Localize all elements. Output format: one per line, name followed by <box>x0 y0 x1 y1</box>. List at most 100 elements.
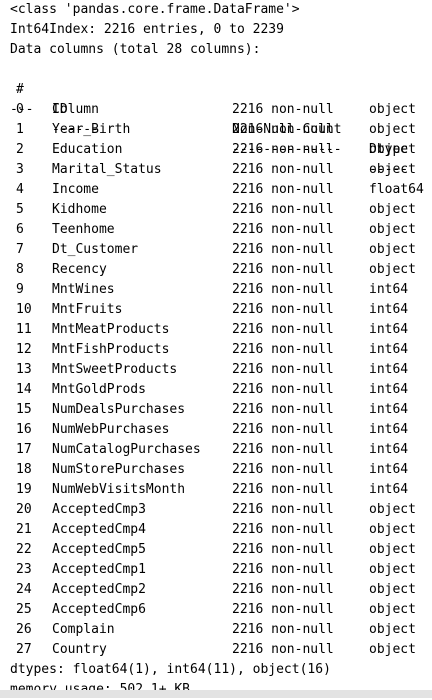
row-column-name: Country <box>52 642 107 657</box>
row-index: 19 <box>16 482 32 497</box>
index-line: Int64Index: 2216 entries, 0 to 2239 <box>10 22 284 37</box>
row-non-null-count: 2216 non-null <box>232 522 334 537</box>
table-row: 13 MntSweetProducts 2216 non-null int64 <box>10 360 430 380</box>
row-column-name: Dt_Customer <box>52 242 139 257</box>
table-separator: --- ------ -------------- ----- <box>10 80 430 177</box>
row-index: 1 <box>16 122 24 137</box>
row-index: 4 <box>16 182 24 197</box>
separator-dtype: ----- <box>369 162 409 177</box>
row-dtype: int64 <box>369 362 409 377</box>
row-dtype: int64 <box>369 402 409 417</box>
horizontal-scrollbar[interactable] <box>0 690 432 698</box>
row-dtype: int64 <box>369 282 409 297</box>
row-index: 10 <box>16 302 32 317</box>
row-dtype: object <box>369 102 416 117</box>
row-dtype: int64 <box>369 302 409 317</box>
row-dtype: object <box>369 582 416 597</box>
row-column-name: NumCatalogPurchases <box>52 442 201 457</box>
row-index: 14 <box>16 382 32 397</box>
header-count: Non-Null Count <box>232 122 342 137</box>
row-dtype: object <box>369 602 416 617</box>
row-non-null-count: 2216 non-null <box>232 142 334 157</box>
dtypes-line: dtypes: float64(1), int64(11), object(16… <box>10 662 331 677</box>
row-non-null-count: 2216 non-null <box>232 122 334 137</box>
row-non-null-count: 2216 non-null <box>232 562 334 577</box>
row-index: 2 <box>16 142 24 157</box>
row-non-null-count: 2216 non-null <box>232 622 334 637</box>
row-column-name: AcceptedCmp5 <box>52 542 146 557</box>
row-non-null-count: 2216 non-null <box>232 582 334 597</box>
row-column-name: Year_Birth <box>52 122 131 137</box>
row-column-name: Teenhome <box>52 222 115 237</box>
row-column-name: Complain <box>52 622 115 637</box>
row-non-null-count: 2216 non-null <box>232 242 334 257</box>
row-non-null-count: 2216 non-null <box>232 382 334 397</box>
row-non-null-count: 2216 non-null <box>232 442 334 457</box>
table-row: 14 MntGoldProds 2216 non-null int64 <box>10 380 430 400</box>
row-column-name: MntFishProducts <box>52 342 170 357</box>
row-column-name: Marital_Status <box>52 162 162 177</box>
row-dtype: object <box>369 202 416 217</box>
row-column-name: MntFruits <box>52 302 123 317</box>
header-num: # <box>16 82 24 97</box>
row-non-null-count: 2216 non-null <box>232 182 334 197</box>
row-index: 22 <box>16 542 32 557</box>
row-index: 11 <box>16 322 32 337</box>
table-row: 17 NumCatalogPurchases 2216 non-null int64 <box>10 440 430 460</box>
row-column-name: NumDealsPurchases <box>52 402 186 417</box>
separator-num: --- <box>10 102 34 117</box>
row-index: 3 <box>16 162 24 177</box>
columns-summary-line: Data columns (total 28 columns): <box>10 42 261 57</box>
row-column-name: Recency <box>52 262 107 277</box>
row-column-name: AcceptedCmp3 <box>52 502 146 517</box>
row-index: 6 <box>16 222 24 237</box>
row-non-null-count: 2216 non-null <box>232 482 334 497</box>
row-index: 15 <box>16 402 32 417</box>
row-column-name: MntMeatProducts <box>52 322 170 337</box>
separator-column: ------ <box>52 122 99 137</box>
row-column-name: MntSweetProducts <box>52 362 178 377</box>
row-column-name: MntWines <box>52 282 115 297</box>
row-non-null-count: 2216 non-null <box>232 462 334 477</box>
row-index: 25 <box>16 602 32 617</box>
row-index: 27 <box>16 642 32 657</box>
row-non-null-count: 2216 non-null <box>232 262 334 277</box>
row-dtype: int64 <box>369 442 409 457</box>
row-non-null-count: 2216 non-null <box>232 502 334 517</box>
row-index: 21 <box>16 522 32 537</box>
row-column-name: Kidhome <box>52 202 107 217</box>
row-non-null-count: 2216 non-null <box>232 342 334 357</box>
row-column-name: AcceptedCmp1 <box>52 562 146 577</box>
row-index: 13 <box>16 362 32 377</box>
row-non-null-count: 2216 non-null <box>232 162 334 177</box>
row-column-name: AcceptedCmp4 <box>52 522 146 537</box>
row-dtype: object <box>369 642 416 657</box>
separator-count: -------------- <box>232 142 342 157</box>
row-dtype: object <box>369 262 416 277</box>
row-dtype: object <box>369 142 416 157</box>
row-dtype: int64 <box>369 482 409 497</box>
header-column: Column <box>52 102 99 117</box>
row-index: 17 <box>16 442 32 457</box>
row-column-name: AcceptedCmp6 <box>52 602 146 617</box>
row-index: 0 <box>16 102 24 117</box>
row-dtype: int64 <box>369 382 409 397</box>
row-dtype: object <box>369 222 416 237</box>
row-non-null-count: 2216 non-null <box>232 542 334 557</box>
row-column-name: MntGoldProds <box>52 382 146 397</box>
row-index: 18 <box>16 462 32 477</box>
row-non-null-count: 2216 non-null <box>232 362 334 377</box>
